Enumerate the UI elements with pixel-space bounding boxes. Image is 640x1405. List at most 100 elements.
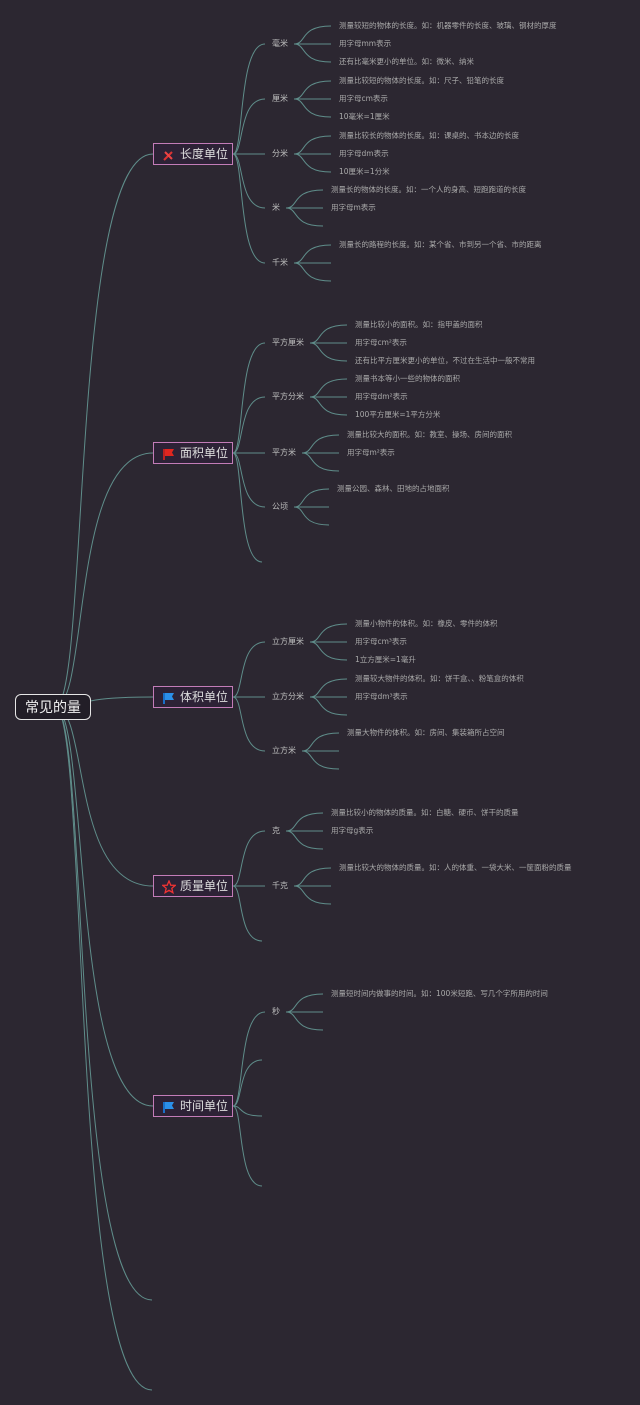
subtopic-node[interactable]: 千米 — [272, 258, 288, 267]
empty-branch-line — [54, 706, 153, 1301]
empty-branch-line — [54, 706, 153, 1391]
note-text[interactable]: 10毫米=1厘米 — [339, 112, 390, 121]
note-text[interactable]: 还有比平方厘米更小的单位，不过在生活中一般不常用 — [355, 356, 535, 365]
topic-node[interactable]: 体积单位 — [153, 686, 233, 708]
subtopic-to-note-line — [301, 434, 340, 454]
central-topic[interactable]: 常见的量 — [15, 694, 91, 720]
subtopic-to-note-line — [293, 262, 332, 282]
note-text[interactable]: 测量小物件的体积。如：橡皮、零件的体积 — [355, 619, 498, 628]
note-text[interactable]: 还有比毫米更小的单位。如：微米、纳米 — [339, 57, 474, 66]
subtopic-to-note-line — [301, 732, 340, 752]
topic-to-subtopic-line — [232, 153, 266, 264]
empty-branch-line — [232, 1105, 263, 1117]
note-text[interactable]: 100平方厘米=1平方分米 — [355, 410, 441, 419]
subtopic-node[interactable]: 秒 — [272, 1007, 280, 1016]
subtopic-to-note-line — [285, 1011, 324, 1031]
note-text[interactable]: 用字母dm表示 — [339, 149, 389, 158]
empty-branch-line — [232, 1059, 263, 1107]
subtopic-node[interactable]: 立方米 — [272, 746, 296, 755]
note-text[interactable]: 用字母cm³表示 — [355, 637, 407, 646]
subtopic-to-note-line — [293, 488, 330, 508]
topic-to-subtopic-line — [232, 830, 266, 887]
subtopic-node[interactable]: 立方分米 — [272, 692, 304, 701]
note-text[interactable]: 用字母cm²表示 — [355, 338, 407, 347]
note-text[interactable]: 测量长的路程的长度。如：某个省、市到另一个省、市的距离 — [339, 240, 542, 249]
topic-to-subtopic-line — [232, 98, 266, 155]
root-to-topic-line — [54, 706, 154, 887]
note-text[interactable]: 用字母mm表示 — [339, 39, 392, 48]
subtopic-to-note-line — [285, 830, 324, 850]
note-text[interactable]: 测量长的物体的长度。如：一个人的身高、短跑跑道的长度 — [331, 185, 526, 194]
note-text[interactable]: 测量比较小的面积。如：指甲盖的面积 — [355, 320, 483, 329]
subtopic-to-note-line — [285, 812, 324, 832]
subtopic-node[interactable]: 立方厘米 — [272, 637, 304, 646]
topic-node[interactable]: 时间单位 — [153, 1095, 233, 1117]
subtopic-to-note-line — [285, 189, 324, 209]
note-text[interactable]: 测量比较大的物体的质量。如：人的体重、一袋大米、一筐面粉的质量 — [339, 863, 572, 872]
note-text[interactable]: 测量比较长的物体的长度。如：课桌的、书本边的长度 — [339, 131, 519, 140]
root-to-topic-line — [54, 153, 154, 708]
subtopic-to-note-line — [293, 867, 332, 887]
topic-to-subtopic-line — [232, 452, 266, 508]
subtopic-to-note-line — [293, 98, 332, 118]
subtopic-node[interactable]: 平方分米 — [272, 392, 304, 401]
subtopic-node[interactable]: 平方厘米 — [272, 338, 304, 347]
topic-label: 时间单位 — [180, 1099, 229, 1113]
subtopic-node[interactable]: 克 — [272, 826, 280, 835]
blue-flag-icon — [162, 691, 175, 704]
note-text[interactable]: 用字母cm表示 — [339, 94, 388, 103]
subtopic-to-note-line — [301, 750, 340, 770]
note-text[interactable]: 用字母dm²表示 — [355, 392, 408, 401]
subtopic-to-note-line — [293, 25, 332, 45]
note-text[interactable]: 测量大物件的体积。如：房间、集装箱所占空间 — [347, 728, 505, 737]
empty-branch-line — [232, 1105, 263, 1187]
topic-to-subtopic-line — [232, 153, 266, 209]
subtopic-to-note-line — [309, 378, 348, 398]
blue-flag-icon — [162, 1100, 175, 1113]
star-icon — [161, 878, 177, 894]
subtopic-node[interactable]: 分米 — [272, 149, 288, 158]
note-text[interactable]: 测量短时间内做事的时间。如：100米短跑、写几个字所用的时间 — [331, 989, 548, 998]
subtopic-to-note-line — [293, 506, 330, 526]
topic-to-subtopic-line — [232, 342, 266, 454]
note-text[interactable]: 测量比较短的物体的长度。如：尺子、铅笔的长度 — [339, 76, 504, 85]
note-text[interactable]: 10厘米=1分米 — [339, 167, 390, 176]
subtopic-to-note-line — [309, 324, 348, 344]
note-text[interactable]: 测量比较小的物体的质量。如：白糖、硬币、饼干的质量 — [331, 808, 519, 817]
subtopic-to-note-line — [293, 153, 332, 173]
topic-to-subtopic-line — [232, 43, 266, 155]
note-text[interactable]: 用字母m表示 — [331, 203, 376, 212]
note-text[interactable]: 测量书本等小一些的物体的面积 — [355, 374, 460, 383]
note-text[interactable]: 用字母m²表示 — [347, 448, 395, 457]
subtopic-to-note-line — [285, 207, 324, 227]
subtopic-node[interactable]: 公顷 — [272, 502, 288, 511]
note-text[interactable]: 测量较短的物体的长度。如：机器零件的长度、玻璃、钢材的厚度 — [339, 21, 557, 30]
empty-branch-line — [232, 885, 263, 942]
subtopic-node[interactable]: 厘米 — [272, 94, 288, 103]
subtopic-to-note-line — [301, 452, 340, 472]
topic-node[interactable]: 质量单位 — [153, 875, 233, 897]
subtopic-node[interactable]: 米 — [272, 203, 280, 212]
note-text[interactable]: 1立方厘米=1毫升 — [355, 655, 416, 664]
note-text[interactable]: 测量公园、森林、田地的占地面积 — [337, 484, 450, 493]
note-text[interactable]: 用字母g表示 — [331, 826, 374, 835]
topic-to-subtopic-line — [232, 396, 266, 454]
topic-node[interactable]: 面积单位 — [153, 442, 233, 464]
subtopic-to-note-line — [309, 342, 348, 362]
note-text[interactable]: 测量较大物件的体积。如：饼干盒、、粉笔盒的体积 — [355, 674, 524, 683]
tools-icon — [162, 148, 175, 161]
subtopic-to-note-line — [285, 993, 324, 1013]
subtopic-to-note-line — [293, 135, 332, 155]
topic-label: 体积单位 — [180, 690, 229, 704]
subtopic-to-note-line — [293, 80, 332, 100]
topic-to-subtopic-line — [232, 641, 266, 698]
subtopic-to-note-line — [309, 678, 348, 698]
subtopic-node[interactable]: 千克 — [272, 881, 288, 890]
note-text[interactable]: 测量比较大的面积。如：教室、操场、房间的面积 — [347, 430, 512, 439]
topic-node[interactable]: 长度单位 — [153, 143, 233, 165]
subtopic-to-note-line — [293, 244, 332, 264]
subtopic-node[interactable]: 毫米 — [272, 39, 288, 48]
subtopic-node[interactable]: 平方米 — [272, 448, 296, 457]
note-text[interactable]: 用字母dm³表示 — [355, 692, 408, 701]
